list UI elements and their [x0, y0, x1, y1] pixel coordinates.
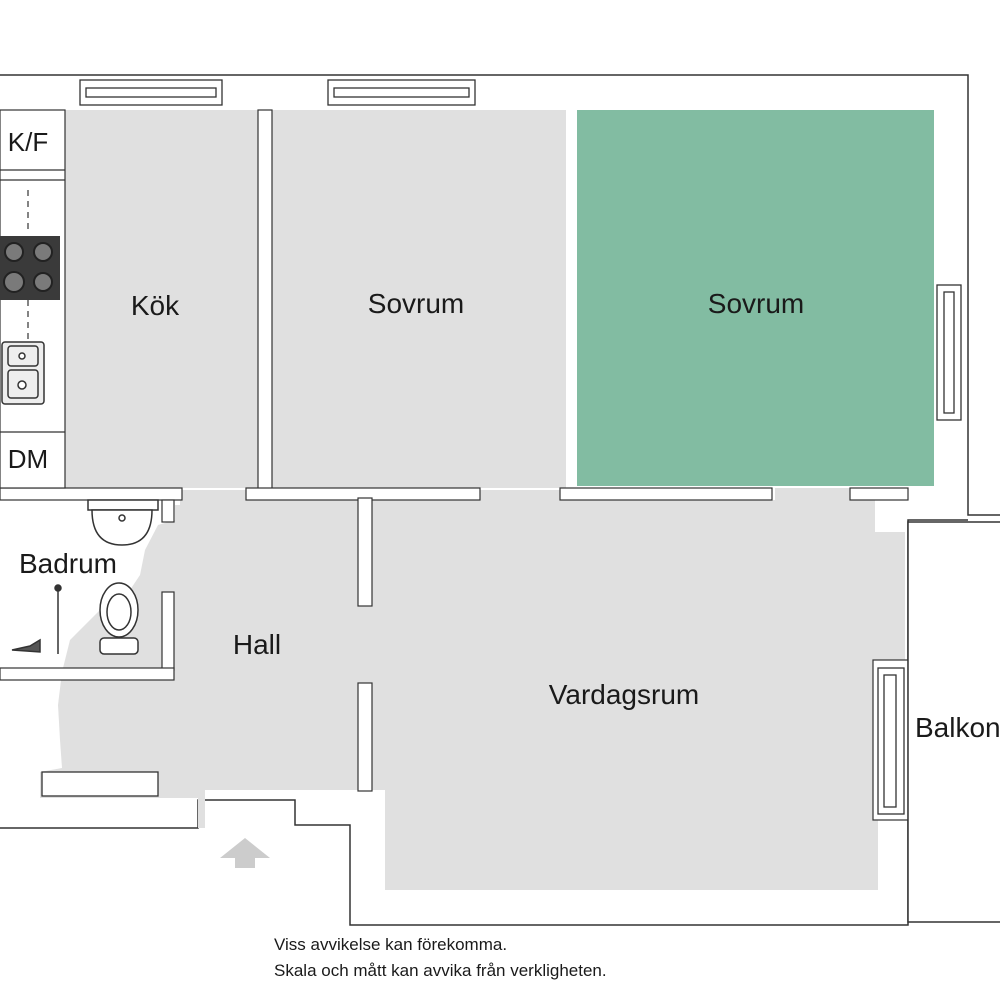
room-label-kok: Kök	[131, 290, 180, 321]
room-label-vardagsrum: Vardagsrum	[549, 679, 699, 710]
appliance-label-dm: DM	[8, 444, 48, 474]
balcony	[907, 521, 1000, 923]
disclaimer: Viss avvikelse kan förekomma. Skala och …	[274, 932, 607, 984]
room-sovrum-floor	[272, 110, 566, 488]
entrance-arrow-icon	[220, 838, 270, 868]
window-icon	[41, 79, 962, 815]
disclaimer-line-1: Viss avvikelse kan förekomma.	[274, 935, 508, 954]
disclaimer-line-2: Skala och mått kan avvika från verklighe…	[274, 961, 607, 980]
washbasin-icon	[87, 499, 159, 546]
room-kok-floor	[65, 110, 258, 488]
room-hall-floor	[0, 488, 905, 890]
stove-icon	[0, 236, 60, 300]
shower-icon	[11, 584, 62, 654]
hall-wall-cut	[62, 520, 175, 672]
room-label-sovrum-1: Sovrum	[368, 288, 464, 319]
appliance-label-kf: K/F	[8, 127, 48, 157]
room-sovrum-highlighted	[577, 110, 934, 486]
floor	[0, 110, 905, 890]
toilet-icon	[99, 582, 139, 655]
room-label-hall: Hall	[233, 629, 281, 660]
room-label-sovrum-2: Sovrum	[708, 288, 804, 319]
sink-icon	[1, 341, 45, 405]
room-label-badrum: Badrum	[19, 548, 117, 579]
room-label-balkong: Balkong	[915, 712, 1000, 743]
